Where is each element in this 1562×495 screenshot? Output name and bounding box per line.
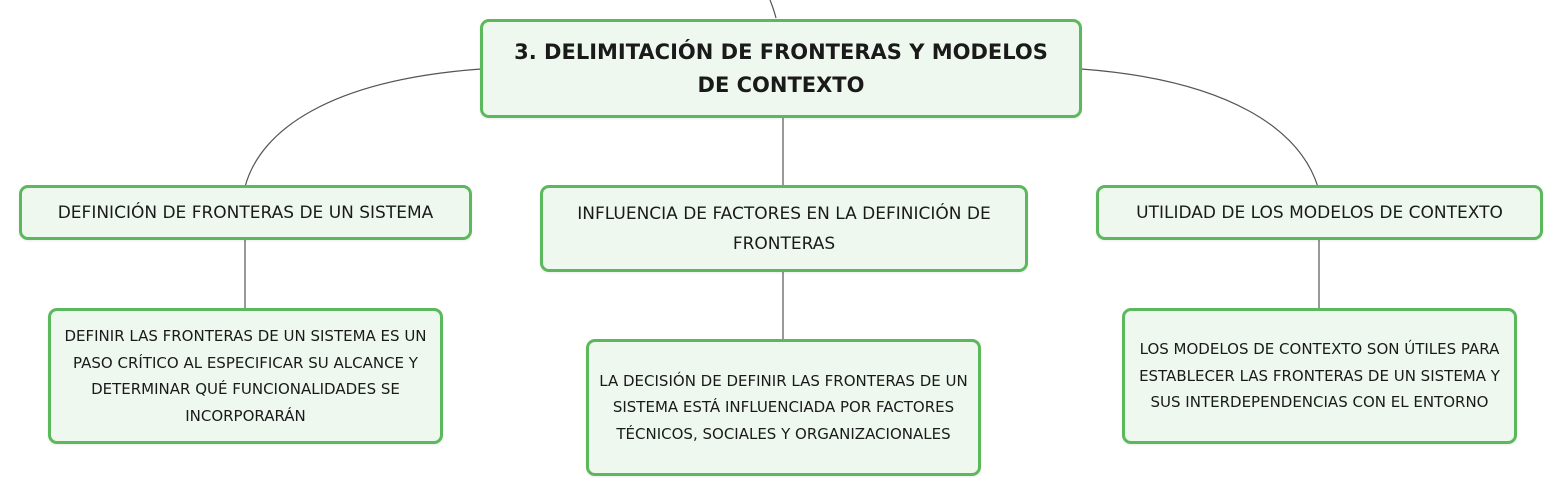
connector-root-to-topic-3 [1080, 68, 1319, 188]
topic-node-label: UTILIDAD DE LOS MODELOS DE CONTEXTO [1136, 202, 1503, 223]
detail-node-context-models[interactable]: LOS MODELOS DE CONTEXTO SON ÚTILES PARA … [1122, 308, 1517, 444]
detail-node-text: LOS MODELOS DE CONTEXTO SON ÚTILES PARA … [1139, 340, 1500, 412]
topic-node-influencing-factors[interactable]: INFLUENCIA DE FACTORES EN LA DEFINICIÓN … [540, 185, 1028, 272]
connector-root-to-topic-1 [244, 68, 482, 188]
root-node[interactable]: 3. DELIMITACIÓN DE FRONTERAS Y MODELOS D… [480, 19, 1082, 118]
topic-node-label: INFLUENCIA DE FACTORES EN LA DEFINICIÓN … [577, 203, 991, 254]
detail-node-text: LA DECISIÓN DE DEFINIR LAS FRONTERAS DE … [599, 371, 968, 443]
root-node-title: 3. DELIMITACIÓN DE FRONTERAS Y MODELOS D… [514, 39, 1048, 97]
detail-node-system-boundaries[interactable]: DEFINIR LAS FRONTERAS DE UN SISTEMA ES U… [48, 308, 443, 444]
detail-node-text: DEFINIR LAS FRONTERAS DE UN SISTEMA ES U… [64, 327, 427, 425]
topic-node-label: DEFINICIÓN DE FRONTERAS DE UN SISTEMA [57, 202, 434, 223]
topic-node-context-models[interactable]: UTILIDAD DE LOS MODELOS DE CONTEXTO [1096, 185, 1543, 240]
detail-node-influencing-factors[interactable]: LA DECISIÓN DE DEFINIR LAS FRONTERAS DE … [586, 339, 981, 476]
topic-node-system-boundaries[interactable]: DEFINICIÓN DE FRONTERAS DE UN SISTEMA [19, 185, 472, 240]
connector-parent-in [769, 0, 777, 19]
